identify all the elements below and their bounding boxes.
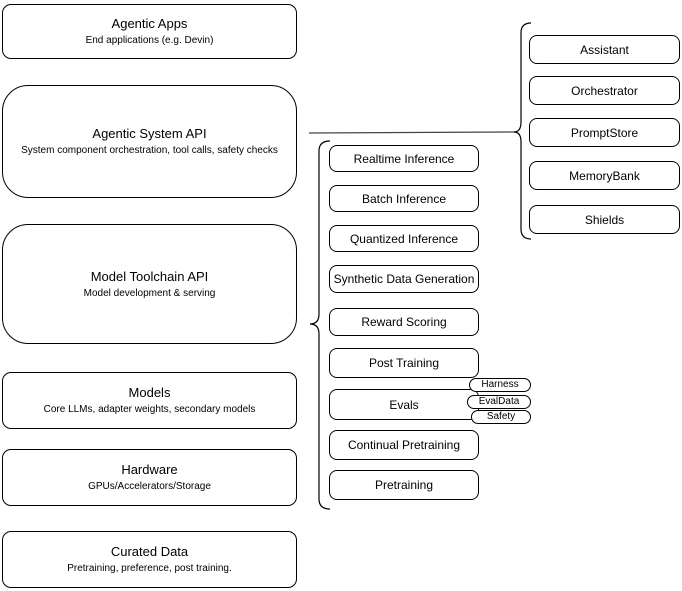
box-curated-data: Curated Data Pretraining, preference, po… [2, 531, 297, 588]
system-components-brace [513, 22, 532, 240]
box-subtitle: System component orchestration, tool cal… [21, 145, 278, 156]
item-label: Continual Pretraining [347, 438, 461, 452]
box-models: Models Core LLMs, adapter weights, secon… [2, 372, 297, 429]
toolchain-brace [309, 140, 331, 510]
box-subtitle: GPUs/Accelerators/Storage [88, 481, 211, 492]
box-agentic-system-api: Agentic System API System component orch… [2, 85, 297, 198]
component-orchestrator: Orchestrator [529, 76, 680, 105]
box-model-toolchain-api: Model Toolchain API Model development & … [2, 224, 297, 344]
box-subtitle: Pretraining, preference, post training. [67, 563, 232, 574]
box-title: Model Toolchain API [90, 268, 209, 284]
item-label: MemoryBank [569, 168, 640, 183]
item-label: Reward Scoring [361, 315, 447, 329]
component-shields: Shields [529, 205, 680, 234]
item-label: Synthetic Data Generation [333, 272, 475, 286]
item-label: Assistant [580, 42, 629, 57]
box-subtitle: End applications (e.g. Devin) [85, 35, 214, 46]
item-label: Shields [584, 212, 625, 227]
box-agentic-apps: Agentic Apps End applications (e.g. Devi… [2, 4, 297, 59]
pill-label: EvalData [478, 396, 520, 407]
system-api-to-components-line [308, 131, 516, 134]
item-label: Realtime Inference [353, 151, 455, 166]
item-label: Batch Inference [361, 191, 447, 206]
pill-label: Harness [481, 379, 519, 390]
eval-tag-evaldata: EvalData [467, 395, 531, 409]
eval-tag-safety: Safety [471, 410, 531, 424]
component-memorybank: MemoryBank [529, 161, 680, 190]
item-label: Pretraining [374, 478, 434, 492]
box-title: Curated Data [110, 544, 189, 559]
toolchain-item-realtime-inference: Realtime Inference [329, 145, 479, 172]
box-title: Models [128, 385, 171, 400]
component-assistant: Assistant [529, 35, 680, 64]
box-title: Hardware [121, 462, 178, 477]
pill-label: Safety [486, 411, 516, 422]
toolchain-item-evals: Evals [329, 389, 479, 420]
item-label: Quantized Inference [349, 231, 459, 246]
item-label: Post Training [368, 356, 440, 370]
box-subtitle: Model development & serving [83, 287, 216, 299]
box-title: Agentic System API [92, 126, 207, 141]
toolchain-item-quantized-inference: Quantized Inference [329, 225, 479, 252]
item-label: Orchestrator [571, 83, 638, 98]
toolchain-item-pretraining: Pretraining [329, 470, 479, 500]
toolchain-item-post-training: Post Training [329, 348, 479, 378]
box-title: Agentic Apps [111, 16, 188, 31]
toolchain-item-batch-inference: Batch Inference [329, 185, 479, 212]
toolchain-item-reward-scoring: Reward Scoring [329, 308, 479, 336]
item-label: PromptStore [570, 125, 639, 140]
component-promptstore: PromptStore [529, 118, 680, 147]
eval-tag-harness: Harness [469, 378, 531, 392]
toolchain-item-continual-pretraining: Continual Pretraining [329, 430, 479, 460]
toolchain-item-synthetic-data-generation: Synthetic Data Generation [329, 265, 479, 293]
box-subtitle: Core LLMs, adapter weights, secondary mo… [43, 404, 256, 415]
box-hardware: Hardware GPUs/Accelerators/Storage [2, 449, 297, 506]
item-label: Evals [389, 397, 419, 412]
